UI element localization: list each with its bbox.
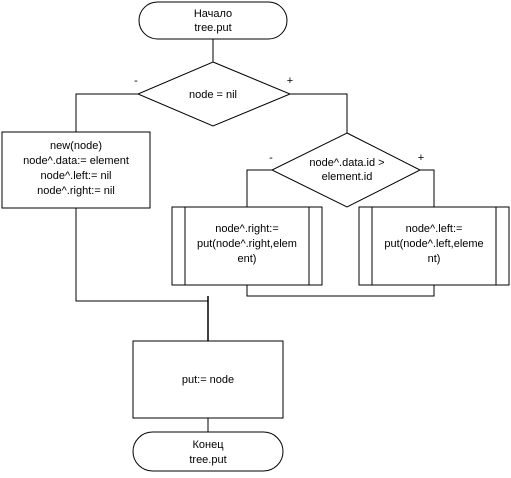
connector-decision1-yes: [290, 93, 348, 133]
put-right-line-1: node^.right:=: [215, 223, 279, 235]
put-right-line-2: put(node^.right,elem: [197, 238, 297, 250]
new-node-line-1: new(node): [50, 140, 102, 152]
start-terminator: Начало tree.put: [138, 1, 288, 40]
assign-process: put:= node: [132, 340, 284, 419]
end-shape: [132, 431, 284, 472]
decision-compare-id: node^.data.id > element.id - +: [269, 132, 424, 208]
connector-outer-merge: [75, 208, 208, 302]
new-node-line-3: node^.left:= nil: [41, 170, 112, 182]
decision1-shape: [136, 61, 292, 127]
new-node-process: new(node) node^.data:= element node^.lef…: [1, 131, 151, 209]
decision1-yes-label: +: [287, 75, 293, 87]
put-right-shape: [171, 206, 323, 286]
decision1-condition: node = nil: [189, 89, 237, 101]
connectors: [75, 39, 435, 432]
assign-shape: [132, 340, 284, 419]
start-shape: [138, 1, 288, 40]
new-node-line-4: node^.right:= nil: [37, 185, 115, 197]
decision2-condition-line-1: node^.data.id >: [309, 157, 384, 169]
connector-inner-merge: [246, 285, 435, 297]
decision2-shape: [270, 132, 422, 208]
connector-decision1-no: [75, 93, 138, 132]
decision2-condition-line-2: element.id: [322, 171, 373, 183]
decision1-no-label: -: [134, 75, 138, 87]
put-right-subprocess: node^.right:= put(node^.right,elem ent): [171, 206, 323, 286]
decision-node-nil: node = nil - +: [134, 61, 293, 127]
assign-text: put:= node: [182, 374, 234, 386]
end-terminator: Конец tree.put: [132, 431, 284, 472]
connector-decision2-no: [246, 169, 272, 207]
put-left-line-2: put(node^.left,eleme: [384, 238, 483, 250]
start-subtitle: tree.put: [194, 22, 231, 34]
put-right-line-3: ent): [238, 253, 257, 265]
put-left-subprocess: node^.left:= put(node^.left,eleme nt): [358, 206, 510, 286]
decision2-yes-label: +: [418, 152, 424, 164]
end-title: Конец: [192, 439, 224, 451]
decision2-no-label: -: [269, 152, 273, 164]
new-node-line-2: node^.data:= element: [23, 155, 129, 167]
put-left-shape: [358, 206, 510, 286]
put-left-line-1: node^.left:=: [406, 223, 463, 235]
start-title: Начало: [194, 8, 232, 20]
put-left-line-3: nt): [428, 253, 441, 265]
end-subtitle: tree.put: [189, 454, 226, 466]
new-node-shape: [1, 131, 151, 209]
connector-decision2-yes: [420, 169, 435, 207]
